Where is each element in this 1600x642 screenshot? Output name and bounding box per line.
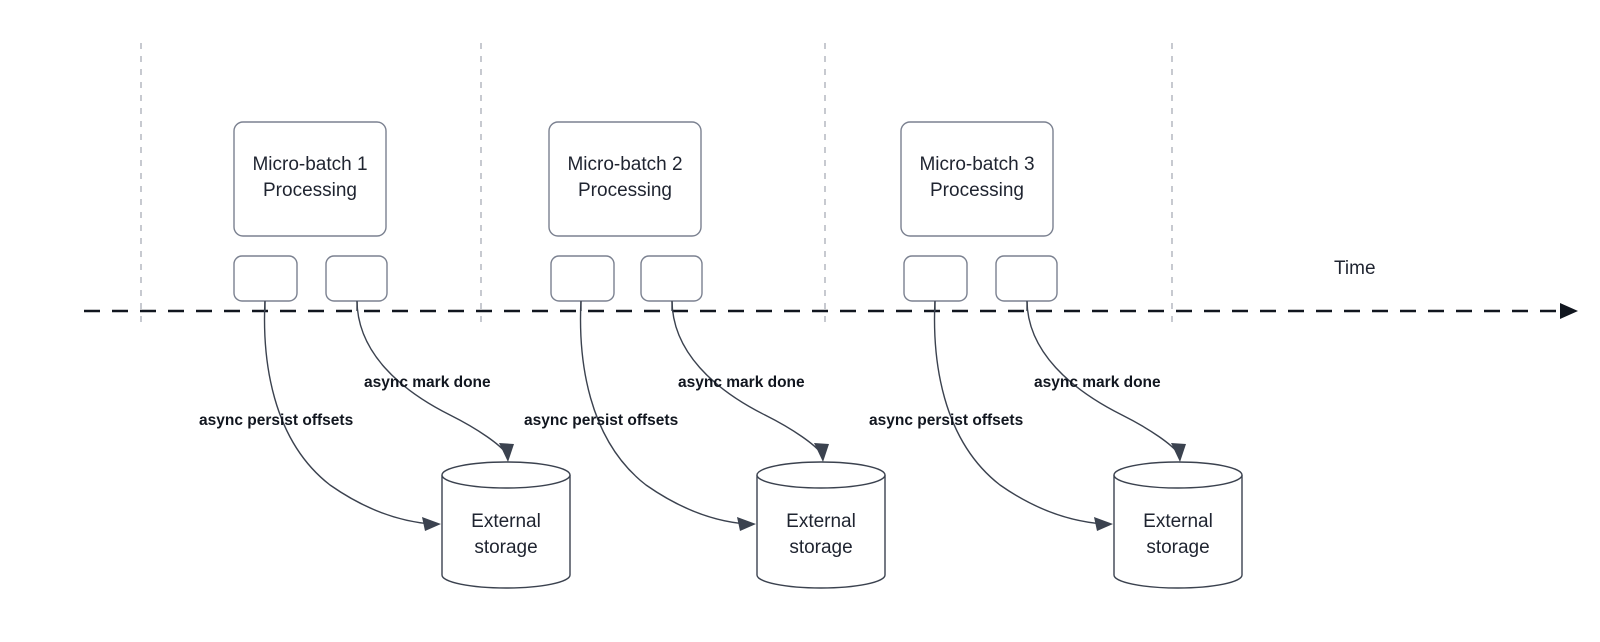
external-storage-3-body[interactable] — [1113, 475, 1243, 589]
external-storage-3-top — [1113, 461, 1243, 489]
micro-batch-2-label-line2: Processing — [578, 180, 672, 201]
micro-batch-1-processing-box[interactable]: Micro-batch 1 Processing — [233, 121, 387, 237]
micro-batch-group-3: Micro-batch 3 Processing async persist o… — [869, 121, 1243, 589]
persist-offsets-arrow-head-1 — [422, 517, 441, 531]
external-storage-3-label-line2: storage — [1146, 537, 1209, 558]
external-storage-2-label-line1: External — [786, 511, 856, 532]
external-storage-1-top — [441, 461, 571, 489]
external-storage-cylinder-1[interactable]: External storage — [441, 461, 571, 589]
edge-label-persist-offsets-1: async persist offsets — [199, 412, 353, 429]
external-storage-1-label-line1: External — [471, 511, 541, 532]
edge-label-mark-done-1: async mark done — [364, 374, 491, 391]
micro-batch-1-label-line1: Micro-batch 1 — [252, 154, 367, 175]
mark-done-arrow-head-1 — [499, 443, 514, 462]
flow-arrows-2 — [579, 299, 829, 531]
edge-label-mark-done-2: async mark done — [678, 374, 805, 391]
external-storage-cylinder-3[interactable]: External storage — [1113, 461, 1243, 589]
micro-batch-2-processing-rect[interactable] — [548, 121, 702, 237]
micro-batch-3-processing-box[interactable]: Micro-batch 3 Processing — [900, 121, 1054, 237]
persist-offsets-curve-1 — [263, 299, 433, 525]
mark-done-curve-2 — [671, 299, 822, 454]
persist-offsets-curve-3 — [933, 299, 1105, 525]
edge-label-persist-offsets-2: async persist offsets — [524, 412, 678, 429]
timeline-arrow-head — [1560, 303, 1578, 319]
micro-batch-3-label-line2: Processing — [930, 180, 1024, 201]
task-box-2b[interactable] — [640, 255, 703, 302]
external-storage-3-label-line1: External — [1143, 511, 1213, 532]
flow-arrows-3 — [933, 299, 1186, 531]
micro-batch-1-label-line2: Processing — [263, 180, 357, 201]
micro-batch-group-2: Micro-batch 2 Processing async persist o… — [524, 121, 886, 589]
task-box-3b[interactable] — [995, 255, 1058, 302]
micro-batch-3-label-line1: Micro-batch 3 — [919, 154, 1034, 175]
external-storage-2-label-line2: storage — [789, 537, 852, 558]
persist-offsets-arrow-head-2 — [737, 517, 756, 531]
external-storage-1-body[interactable] — [441, 475, 571, 589]
flow-arrows-1 — [263, 299, 514, 531]
micro-batch-2-processing-box[interactable]: Micro-batch 2 Processing — [548, 121, 702, 237]
external-storage-2-top — [756, 461, 886, 489]
external-storage-cylinder-2[interactable]: External storage — [756, 461, 886, 589]
time-axis-label: Time — [1334, 258, 1376, 279]
micro-batch-group-1: Micro-batch 1 Processing async persist o… — [199, 121, 571, 589]
mark-done-curve-1 — [356, 299, 507, 454]
persist-offsets-arrow-head-3 — [1094, 517, 1113, 531]
mark-done-curve-3 — [1026, 299, 1179, 454]
micro-batch-2-label-line1: Micro-batch 2 — [567, 154, 682, 175]
micro-batch-3-processing-rect[interactable] — [900, 121, 1054, 237]
mark-done-arrow-head-2 — [814, 443, 829, 462]
task-box-3a[interactable] — [903, 255, 968, 302]
external-storage-1-label-line2: storage — [474, 537, 537, 558]
mark-done-arrow-head-3 — [1171, 443, 1186, 462]
timeline-axis — [84, 303, 1578, 319]
edge-label-persist-offsets-3: async persist offsets — [869, 412, 1023, 429]
external-storage-2-body[interactable] — [756, 475, 886, 589]
persist-offsets-curve-2 — [579, 299, 748, 525]
task-box-2a[interactable] — [550, 255, 615, 302]
task-box-1b[interactable] — [325, 255, 388, 302]
micro-batch-1-processing-rect[interactable] — [233, 121, 387, 237]
task-box-1a[interactable] — [233, 255, 298, 302]
edge-label-mark-done-3: async mark done — [1034, 374, 1161, 391]
